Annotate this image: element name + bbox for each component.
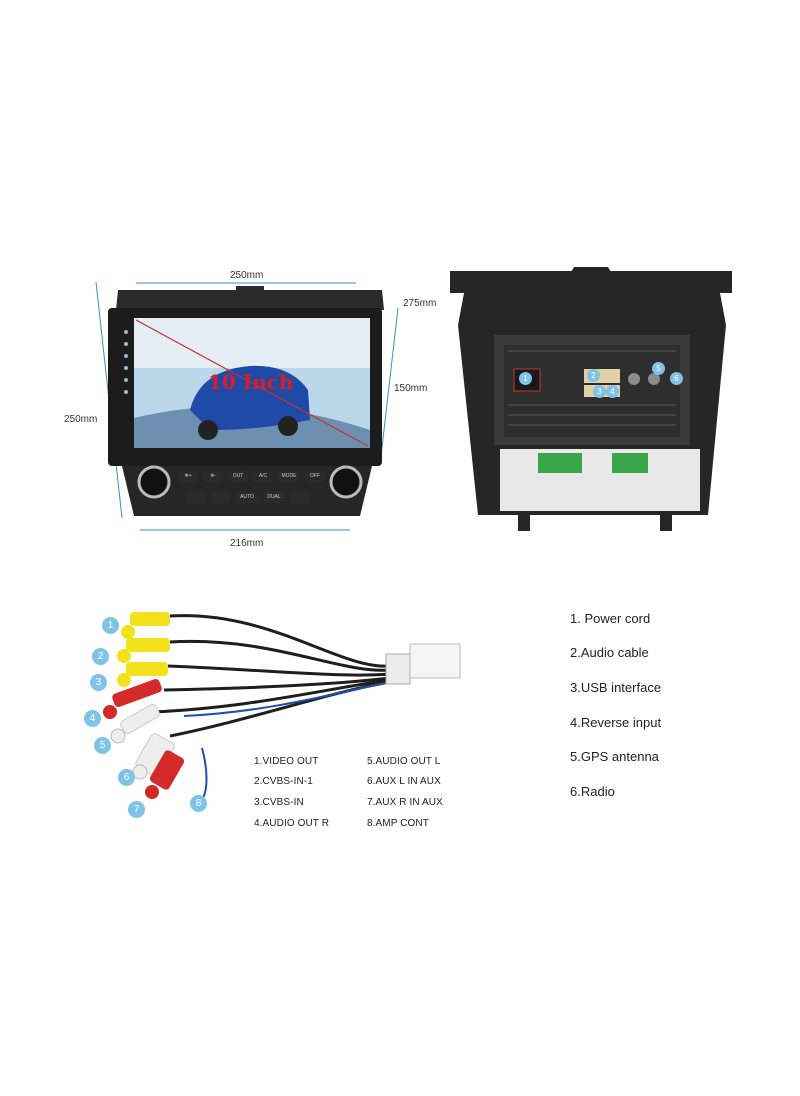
cable-badge-4: 4 xyxy=(84,710,101,727)
back-unit-figure: 1 2 3 4 5 6 xyxy=(448,265,738,540)
spec-item-radio: 6.Radio xyxy=(570,784,615,799)
panel-button-ac[interactable]: A/C xyxy=(253,471,273,482)
cable-legend-item: 3.CVBS-IN xyxy=(254,797,304,808)
rca-cable-drawing xyxy=(103,612,461,801)
port-badge-5: 5 xyxy=(652,362,665,375)
port-badge-4: 4 xyxy=(606,385,619,398)
panel-button-off[interactable]: OFF xyxy=(305,471,325,482)
screen-size-text: 10 Inch xyxy=(208,370,294,394)
port-badge-2: 2 xyxy=(587,369,600,382)
cable-legend-item: 7.AUX R IN AUX xyxy=(367,797,443,808)
panel-button-defrost-front[interactable] xyxy=(186,492,206,503)
panel-button-fan-up[interactable]: ❄+ xyxy=(178,471,198,482)
cable-badge-2: 2 xyxy=(92,648,109,665)
panel-button-mode[interactable]: MODE xyxy=(278,471,300,482)
cable-badge-8: 8 xyxy=(190,795,207,812)
bottom-width-label: 216mm xyxy=(230,538,264,549)
cable-badge-3: 3 xyxy=(90,674,107,691)
cable-legend-item: 8.AMP CONT xyxy=(367,818,429,829)
cable-legend-item: 2.CVBS-IN-1 xyxy=(254,776,313,787)
front-height-label: 250mm xyxy=(64,414,98,425)
panel-button-out[interactable]: OUT xyxy=(228,471,248,482)
cable-badge-6: 6 xyxy=(118,769,135,786)
cable-badge-1: 1 xyxy=(102,617,119,634)
panel-button-fan-down[interactable]: ❄- xyxy=(203,471,223,482)
screen-height-label: 150mm xyxy=(394,383,428,394)
cable-legend-item: 6.AUX L IN AUX xyxy=(367,776,441,787)
rca-cable-figure: 1 2 3 4 5 6 7 8 xyxy=(84,600,470,830)
panel-button-defrost-rear[interactable] xyxy=(211,492,231,503)
panel-button-recirc[interactable] xyxy=(290,492,310,503)
cable-legend-item: 4.AUDIO OUT R xyxy=(254,818,330,829)
spec-item-gps-antenna: 5.GPS antenna xyxy=(570,749,659,764)
cable-badge-5: 5 xyxy=(94,737,111,754)
front-unit-drawing xyxy=(95,281,399,531)
cable-legend-item: 5.AUDIO OUT L xyxy=(367,756,441,767)
back-unit-drawing xyxy=(450,267,732,531)
spec-item-audio-cable: 2.Audio cable xyxy=(570,645,649,660)
port-badge-1: 1 xyxy=(519,372,532,385)
cable-legend-item: 1.VIDEO OUT xyxy=(254,756,319,767)
front-unit-figure: 250mm 275mm 250mm 150mm 216mm xyxy=(60,260,460,560)
port-badge-3: 3 xyxy=(593,385,606,398)
spec-item-power-cord: 1. Power cord xyxy=(570,611,651,626)
port-badge-6: 6 xyxy=(670,372,683,385)
spec-item-reverse-input: 4.Reverse input xyxy=(570,715,662,730)
panel-button-auto[interactable]: AUTO xyxy=(236,492,258,503)
depth-label: 275mm xyxy=(403,298,437,309)
spec-item-usb-interface: 3.USB interface xyxy=(570,680,662,695)
cable-badge-7: 7 xyxy=(128,801,145,818)
front-width-label: 250mm xyxy=(230,270,264,281)
panel-button-dual[interactable]: DUAL xyxy=(263,492,285,503)
